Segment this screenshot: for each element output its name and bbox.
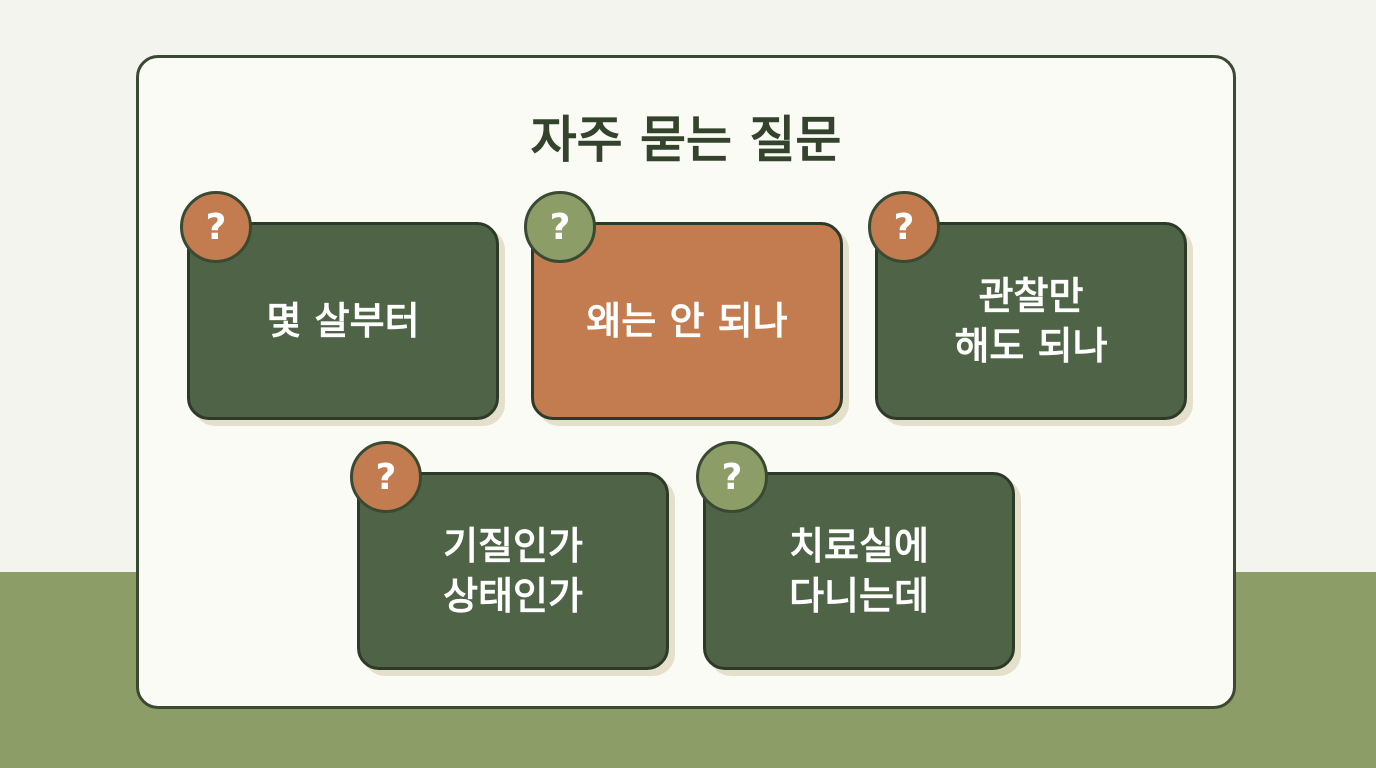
faq-card-label: 치료실에 다니는데 xyxy=(789,524,929,618)
question-mark-icon: ? xyxy=(350,441,422,513)
faq-card-2[interactable]: ? 왜는 안 되나 xyxy=(524,191,843,420)
faq-card-label: 몇 살부터 xyxy=(266,299,420,343)
faq-card-1[interactable]: ? 몇 살부터 xyxy=(180,191,499,420)
question-mark-icon: ? xyxy=(868,191,940,263)
faq-card-label: 왜는 안 되나 xyxy=(586,299,788,343)
faq-panel: 자주 묻는 질문 ? 몇 살부터 ? 왜는 안 되나 ? 관찰만 해도 되나 ?… xyxy=(136,55,1236,709)
question-mark-icon: ? xyxy=(180,191,252,263)
faq-card-label: 관찰만 해도 되나 xyxy=(954,274,1108,368)
faq-card-label: 기질인가 상태인가 xyxy=(443,524,583,618)
question-mark-icon: ? xyxy=(696,441,768,513)
faq-card-5[interactable]: ? 치료실에 다니는데 xyxy=(696,441,1015,670)
question-mark-icon: ? xyxy=(524,191,596,263)
faq-card-4[interactable]: ? 기질인가 상태인가 xyxy=(350,441,669,670)
faq-card-3[interactable]: ? 관찰만 해도 되나 xyxy=(868,191,1187,420)
page-title: 자주 묻는 질문 xyxy=(530,111,842,169)
